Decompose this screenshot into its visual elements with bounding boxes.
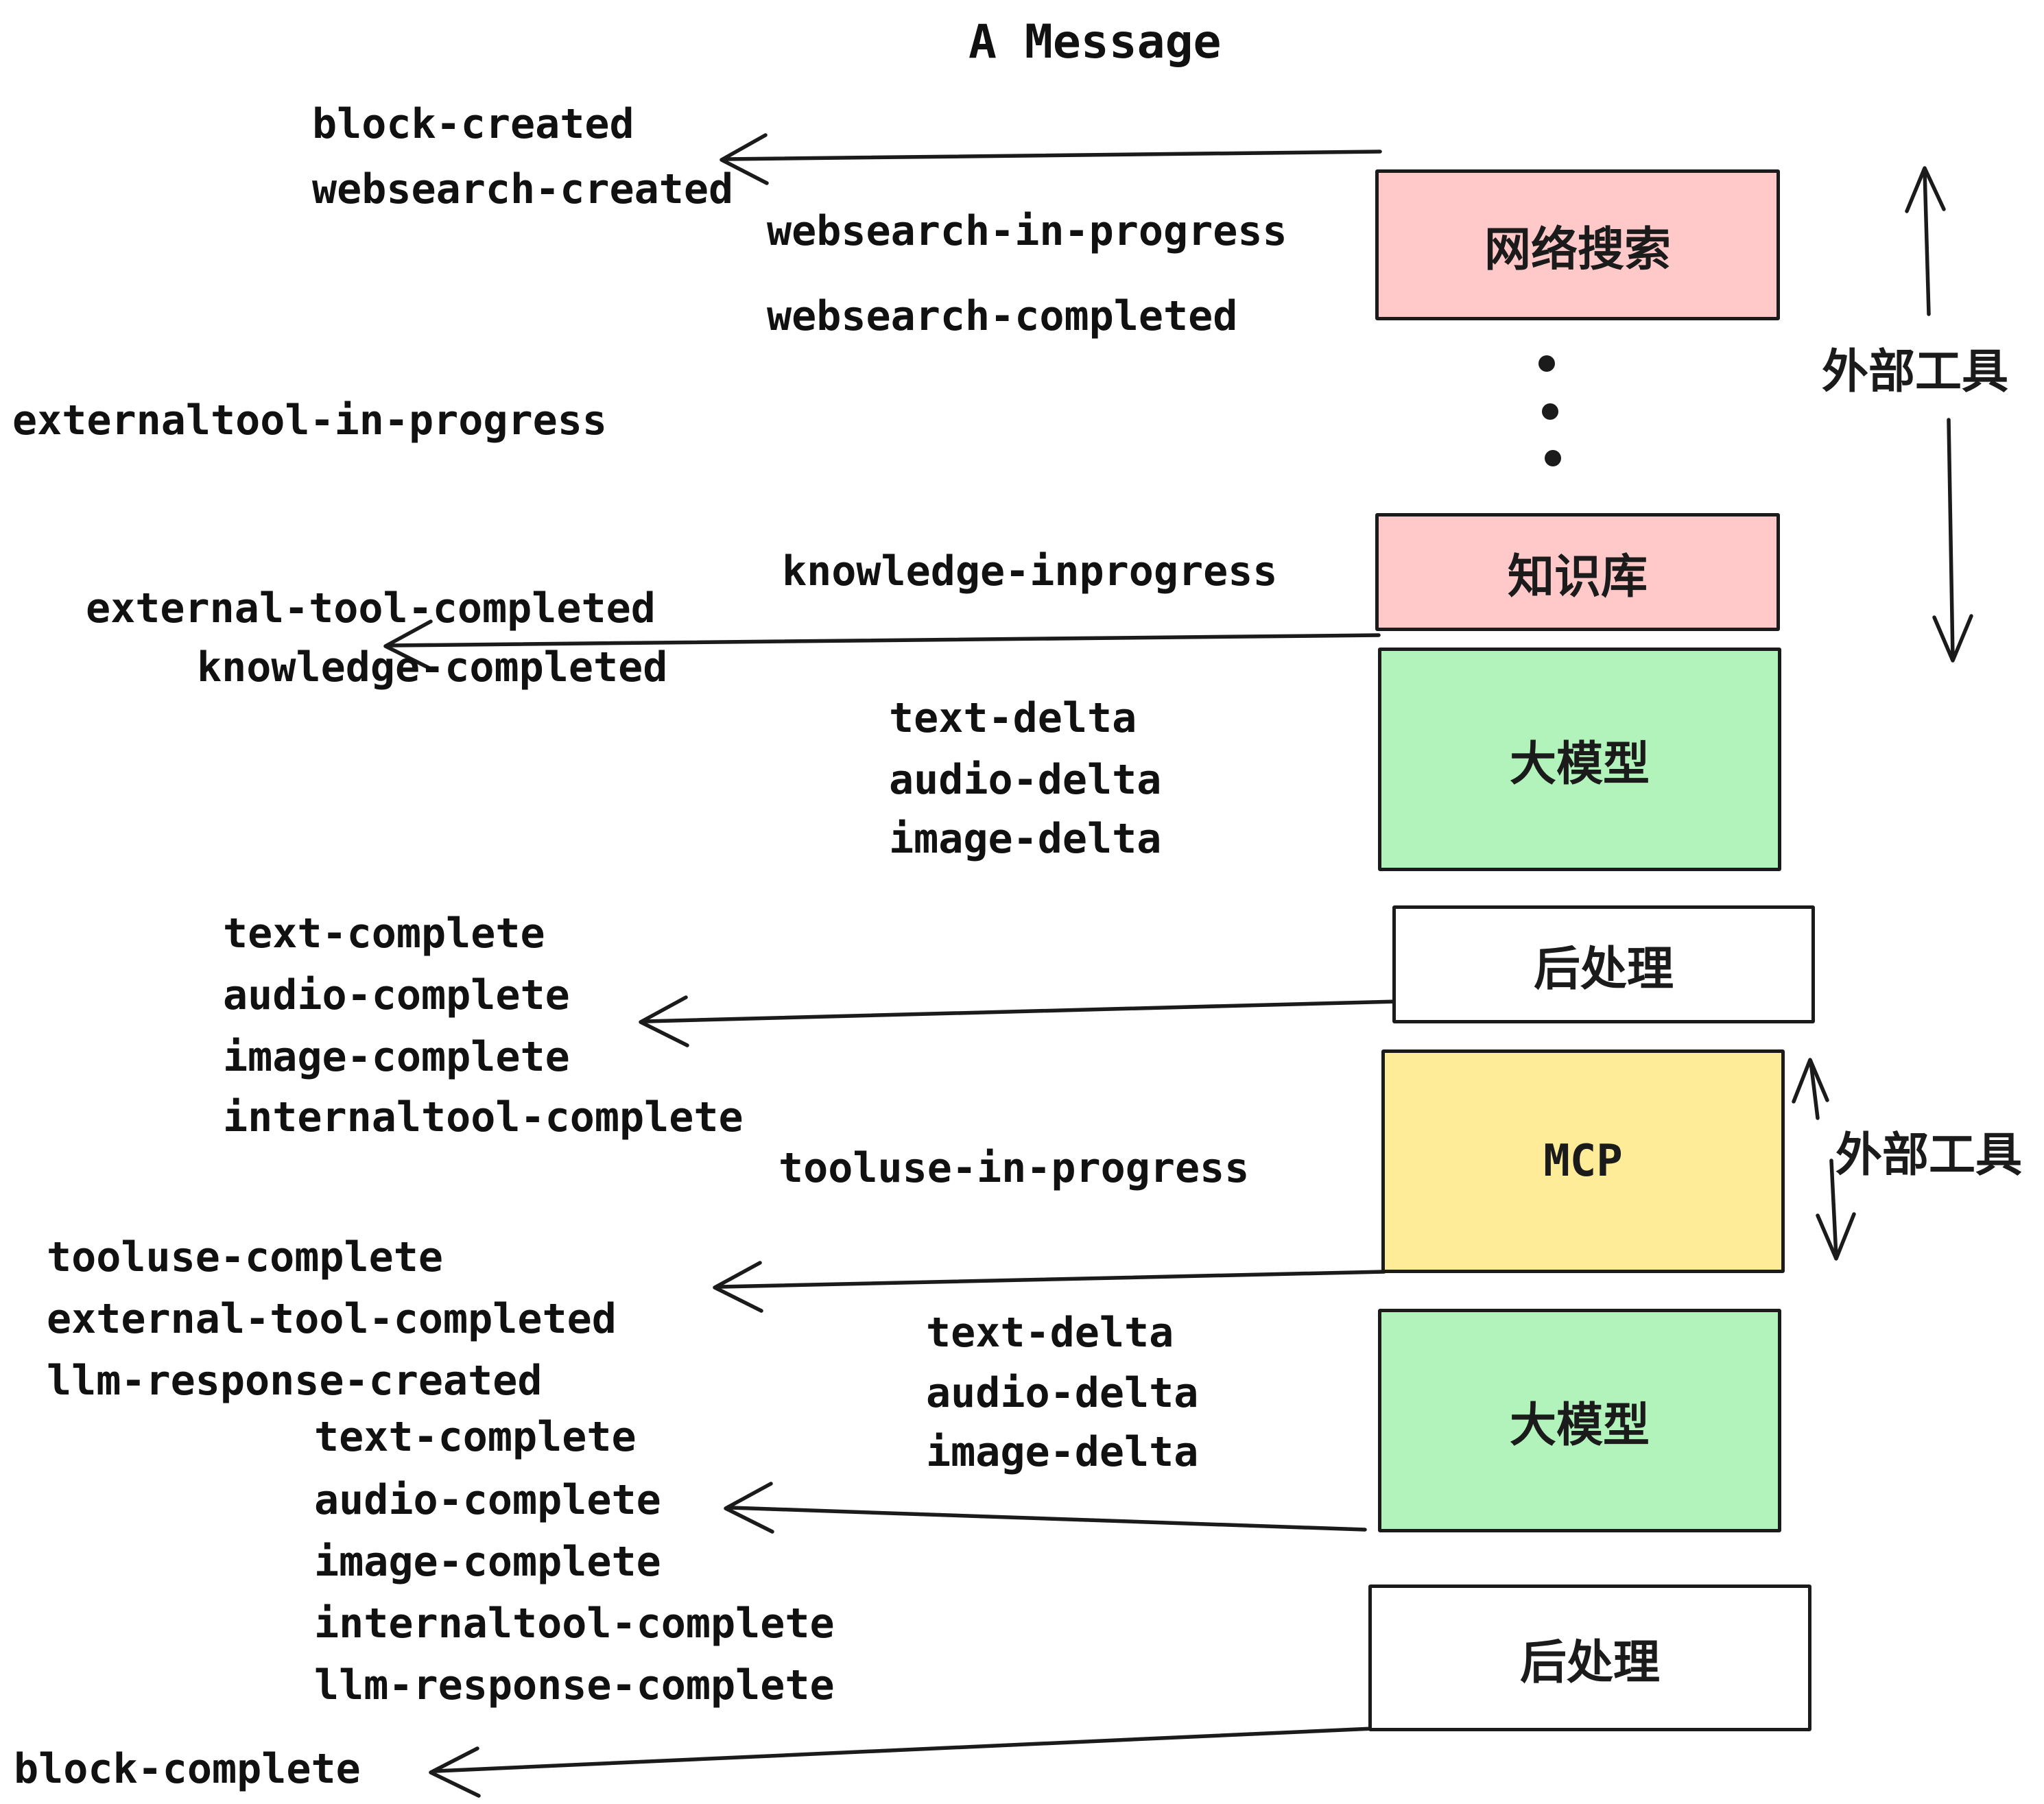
event-label-audio-delta-2: audio-delta xyxy=(926,1369,1199,1417)
event-label-tooluse-in-progress: tooluse-in-progress xyxy=(779,1144,1250,1192)
event-label-text-delta-1: text-delta xyxy=(889,694,1137,742)
external-tools-range-arrow-up-1 xyxy=(1905,166,1946,316)
ellipsis-dots xyxy=(1538,355,1561,466)
event-label-websearch-created: websearch-created xyxy=(312,165,734,213)
external-tools-range-arrow-up-2 xyxy=(1792,1058,1829,1120)
box-mcp-label: MCP xyxy=(1543,1136,1623,1187)
box-llm-1-label: 大模型 xyxy=(1509,737,1650,790)
event-label-websearch-in-progress: websearch-in-progress xyxy=(767,207,1287,255)
event-label-llm-response-complete: llm-response-complete xyxy=(314,1661,835,1709)
event-label-external-tool-completed-1: external-tool-completed xyxy=(86,584,656,632)
arrow-websearch-to-block-created xyxy=(720,133,1382,185)
event-label-text-complete-2: text-complete xyxy=(314,1413,637,1461)
arrow-llm2-to-audio-complete xyxy=(724,1482,1367,1534)
box-postprocess-1: 后处理 xyxy=(1392,905,1815,1023)
box-postprocess-2: 后处理 xyxy=(1368,1585,1811,1731)
event-label-text-delta-2: text-delta xyxy=(926,1309,1174,1357)
external-tools-annotation-2: 外部工具 xyxy=(1835,1129,2023,1181)
event-label-audio-complete-1: audio-complete xyxy=(223,971,570,1019)
external-tools-annotation-1: 外部工具 xyxy=(1822,346,2009,398)
box-postprocess-2-label: 后处理 xyxy=(1519,1636,1660,1689)
event-label-external-tool-completed-2: external-tool-completed xyxy=(47,1295,617,1343)
box-knowledge-label: 知识库 xyxy=(1507,550,1648,603)
event-label-block-created: block-created xyxy=(312,100,634,148)
event-label-knowledge-completed: knowledge-completed xyxy=(197,643,668,691)
box-websearch-label: 网络搜索 xyxy=(1484,223,1671,276)
event-label-internaltool-complete-1: internaltool-complete xyxy=(223,1093,744,1141)
event-label-block-complete: block-complete xyxy=(14,1745,361,1793)
event-label-tooluse-complete: tooluse-complete xyxy=(47,1233,443,1281)
box-mcp: MCP xyxy=(1381,1049,1785,1273)
event-label-text-complete-1: text-complete xyxy=(223,910,545,958)
arrow-mcp-to-tooluse-complete xyxy=(713,1261,1386,1313)
event-label-image-delta-2: image-delta xyxy=(926,1428,1199,1476)
event-label-audio-complete-2: audio-complete xyxy=(314,1476,661,1524)
box-websearch: 网络搜索 xyxy=(1375,169,1780,320)
event-label-image-complete-1: image-complete xyxy=(223,1033,570,1081)
arrow-knowledge-to-knowledge-completed xyxy=(383,619,1381,672)
event-label-externaltool-in-progress: externaltool-in-progress xyxy=(12,396,607,444)
event-label-image-delta-1: image-delta xyxy=(889,815,1162,863)
arrow-postprocess2-to-block-complete xyxy=(429,1726,1375,1798)
box-llm-2: 大模型 xyxy=(1378,1309,1781,1532)
event-label-knowledge-inprogress: knowledge-inprogress xyxy=(782,547,1278,595)
arrow-postprocess1-to-image-complete xyxy=(639,995,1399,1047)
event-label-internaltool-complete-2: internaltool-complete xyxy=(314,1600,835,1648)
box-llm-2-label: 大模型 xyxy=(1509,1399,1650,1451)
box-knowledge: 知识库 xyxy=(1375,513,1780,631)
event-label-websearch-completed: websearch-completed xyxy=(767,292,1238,340)
external-tools-range-arrow-down-1 xyxy=(1932,418,1973,663)
box-llm-1: 大模型 xyxy=(1378,648,1781,871)
event-label-audio-delta-1: audio-delta xyxy=(889,756,1162,804)
external-tools-range-arrow-down-2 xyxy=(1816,1159,1856,1261)
diagram-title: A Message xyxy=(968,15,1222,69)
box-postprocess-1-label: 后处理 xyxy=(1533,942,1674,995)
event-label-image-complete-2: image-complete xyxy=(314,1538,661,1586)
event-label-llm-response-created: llm-response-created xyxy=(47,1357,543,1405)
